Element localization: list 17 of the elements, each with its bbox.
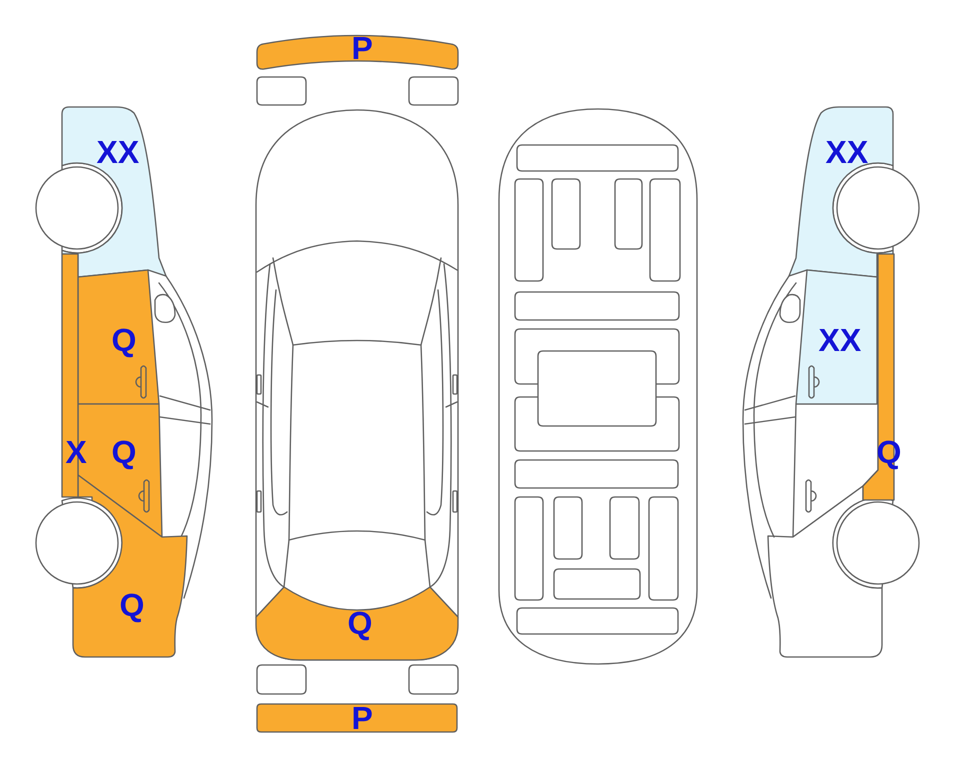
damage-code: XX bbox=[818, 324, 862, 356]
door-panel bbox=[795, 269, 878, 405]
sill-panel bbox=[862, 253, 902, 501]
fender-panel bbox=[61, 106, 167, 278]
damage-code: XX bbox=[826, 136, 868, 168]
damage-code: Q bbox=[120, 589, 144, 621]
bumper-panel bbox=[256, 32, 459, 70]
sill-panel bbox=[61, 253, 86, 498]
damage-code: P bbox=[352, 702, 373, 734]
bumper-panel bbox=[256, 702, 458, 734]
damage-code: Q bbox=[112, 436, 136, 468]
damage-code: P bbox=[352, 32, 373, 64]
fender-panel bbox=[788, 106, 894, 278]
damage-code: Q bbox=[112, 324, 136, 356]
quarter-panel bbox=[72, 474, 188, 658]
door-panel bbox=[77, 269, 160, 405]
damage-code: XX bbox=[96, 136, 140, 168]
